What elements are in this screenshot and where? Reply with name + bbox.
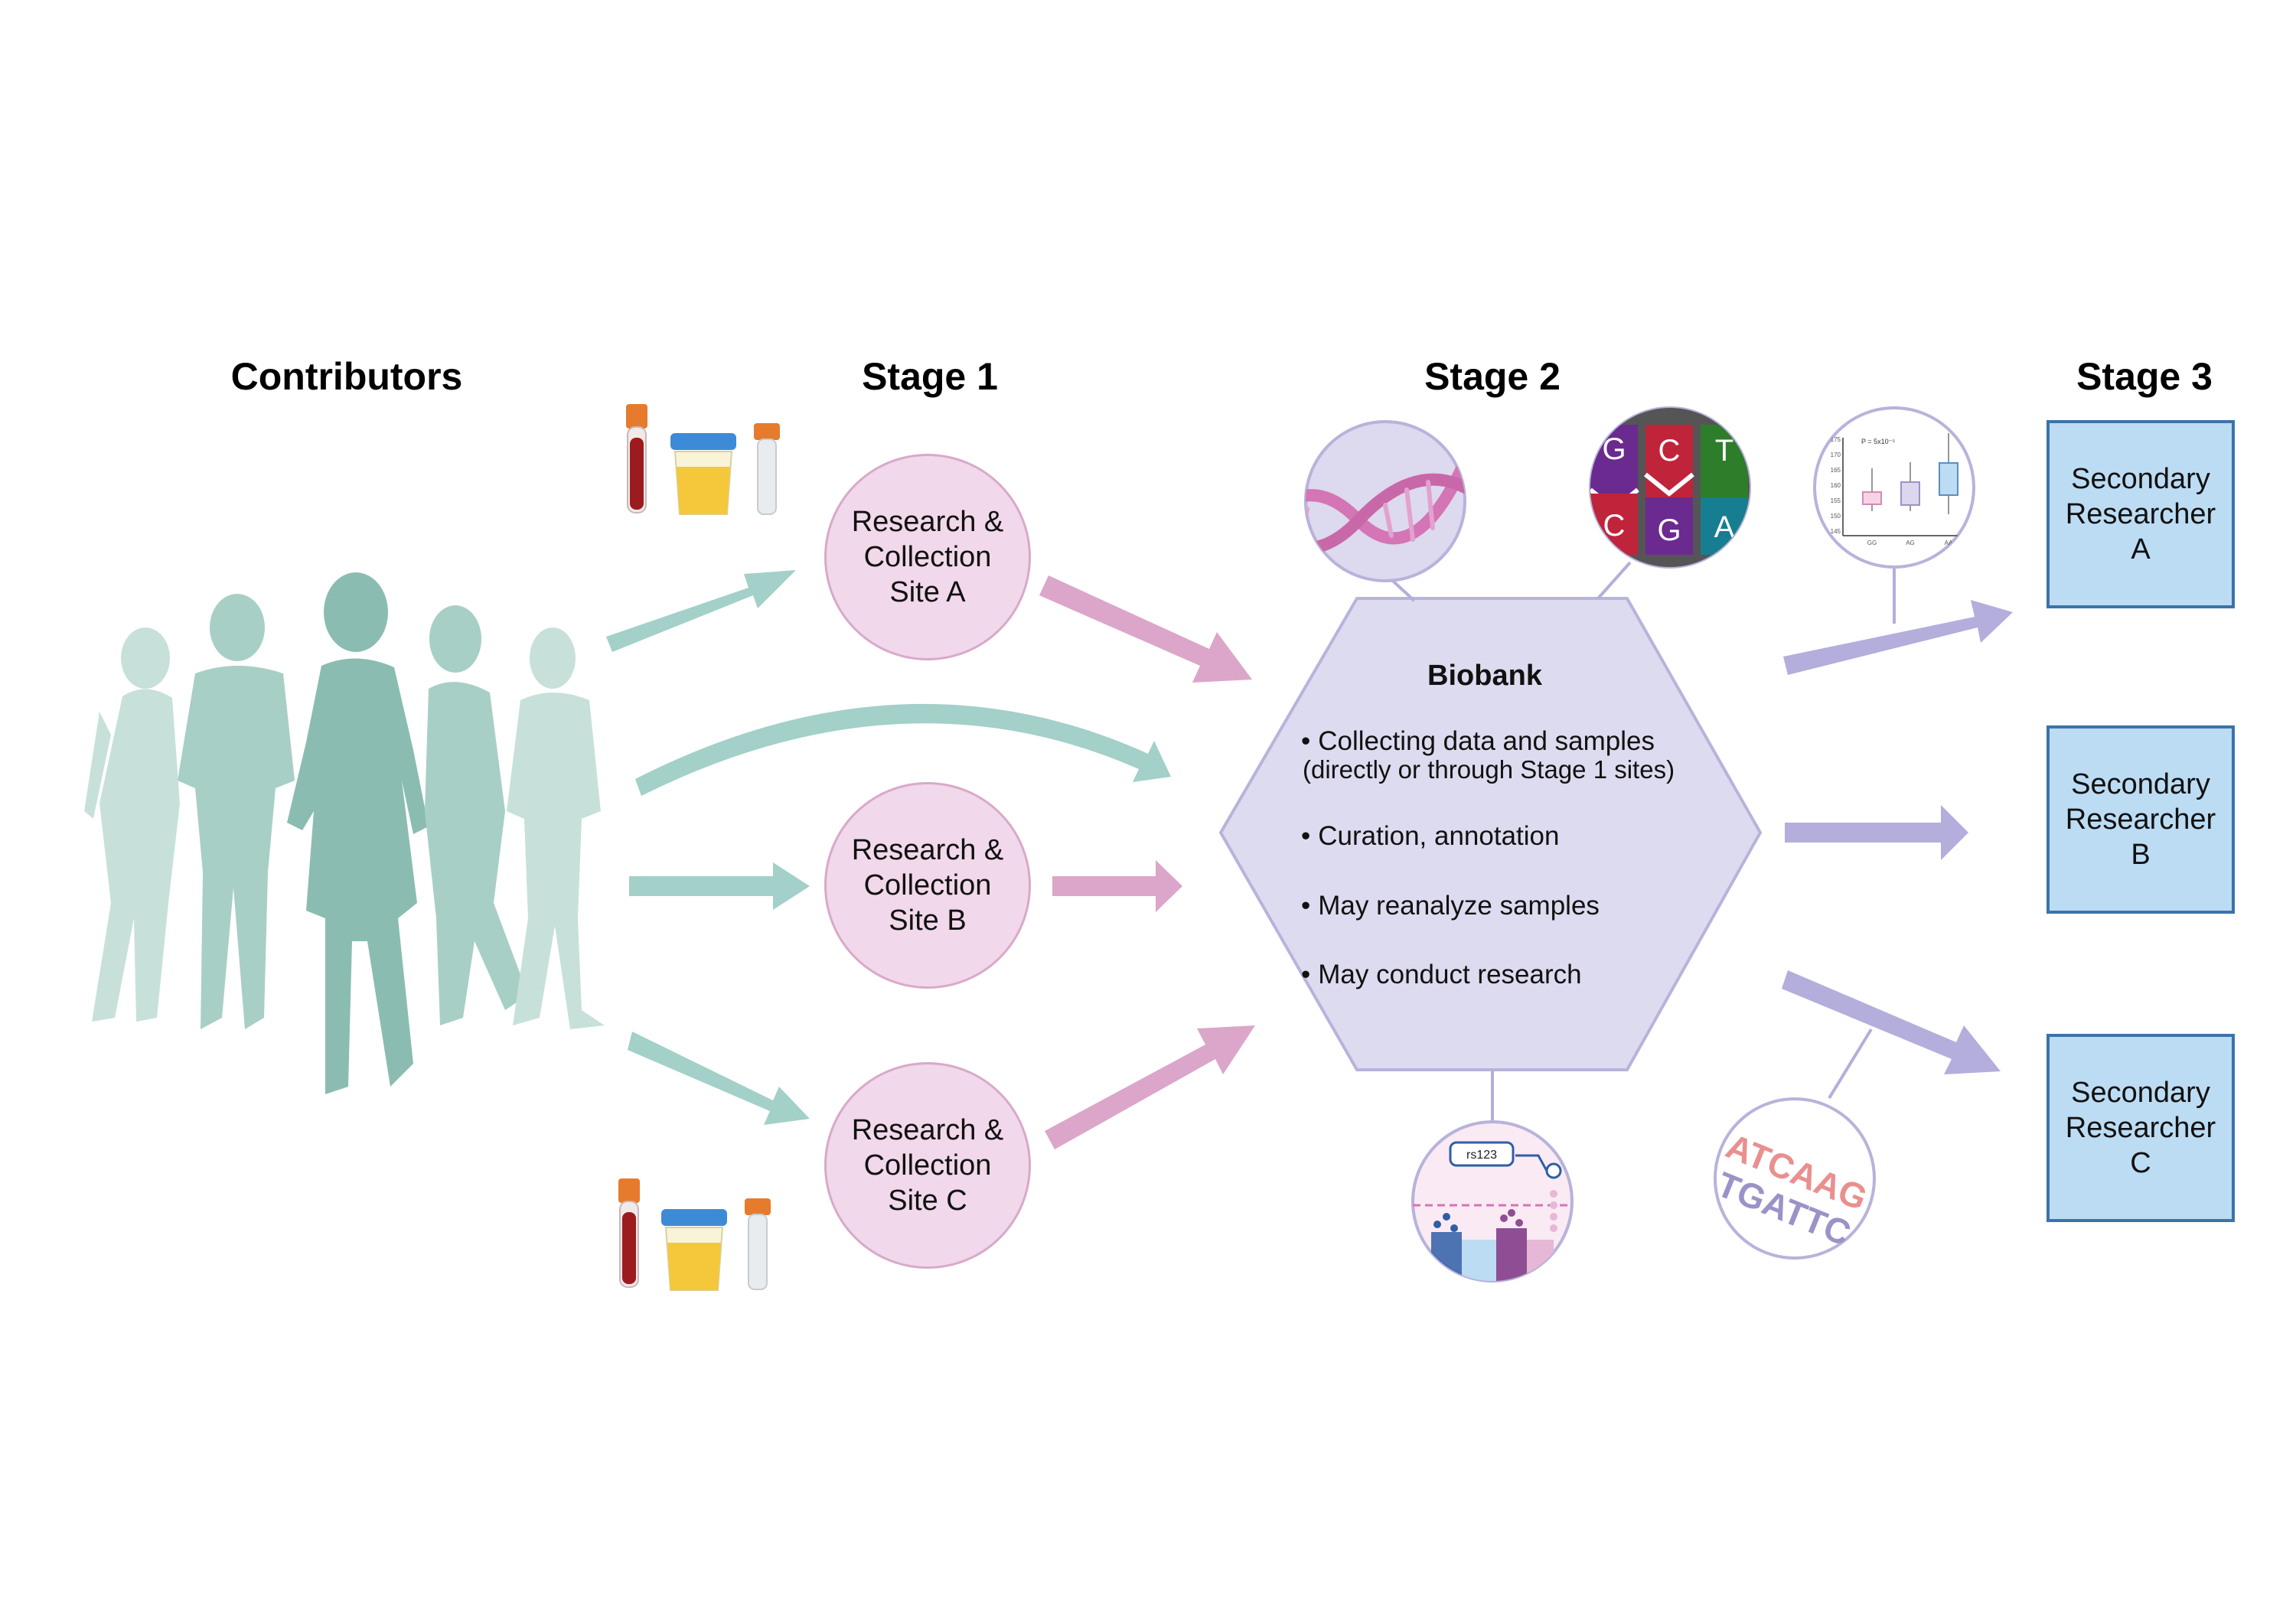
swab-tube-icon — [745, 1198, 771, 1290]
site-a-circle: Research & Collection Site A — [824, 454, 1031, 660]
sample-tubes-top — [626, 404, 780, 515]
swab-tube-icon — [754, 423, 780, 515]
biobank-bullet-2-text: Curation, annotation — [1318, 821, 1560, 851]
site-b-circle: Research & Collection Site B — [824, 782, 1031, 989]
gel-base-5: G — [1657, 513, 1681, 547]
gel-base-1: G — [1602, 432, 1626, 466]
arrow-site-c-to-biobank — [1045, 1025, 1255, 1149]
researcher-a-line-3: A — [2131, 533, 2151, 566]
site-b-line-3: Site B — [889, 905, 967, 937]
boxplot-xtick: GG — [1867, 539, 1877, 546]
contributor-arrows — [606, 570, 1171, 1125]
site-b-line-1: Research & — [851, 834, 1004, 866]
snp-label: rs123 — [1466, 1149, 1497, 1162]
biobank-bullet-1-sub: (directly or through Stage 1 sites) — [1303, 755, 1675, 784]
heading-stage-2: Stage 2 — [1424, 355, 1561, 398]
sequence-letters-icon: ATCAAG TGATTC — [1714, 1097, 1876, 1260]
gel-bases-icon: G C T C G A — [1589, 406, 1751, 569]
site-a-line-2: Collection — [863, 541, 992, 573]
biobank-bullet-1: •Collecting data and samples — [1301, 727, 1655, 756]
boxplot-xtick: AA — [1945, 539, 1953, 546]
site-a-line-3: Site A — [889, 576, 966, 608]
bullet-dot: • — [1301, 821, 1311, 851]
researcher-a-line-2: Researcher — [2065, 498, 2216, 530]
researcher-arrows — [1782, 600, 2013, 1074]
site-arrows — [1039, 575, 1255, 1149]
heading-contributors: Contributors — [230, 355, 463, 398]
site-c-line-1: Research & — [851, 1114, 1004, 1146]
arrow-contributors-to-biobank — [635, 703, 1171, 796]
site-c-line-3: Site C — [888, 1185, 967, 1217]
arrow-contributors-to-site-a — [606, 570, 796, 652]
bullet-dot: • — [1301, 960, 1311, 989]
arrow-biobank-to-researcher-c — [1782, 970, 2001, 1074]
site-c-circle: Research & Collection Site C — [824, 1062, 1031, 1269]
dna-helix-icon — [1304, 420, 1466, 582]
researcher-c-box: Secondary Researcher C — [2047, 1034, 2235, 1222]
researcher-b-line-2: Researcher — [2065, 804, 2216, 836]
arrow-contributors-to-site-b — [629, 862, 810, 910]
arrow-contributors-to-site-c — [628, 1032, 810, 1125]
contributors-silhouettes — [84, 572, 605, 1094]
arrow-biobank-to-researcher-a — [1783, 600, 2013, 675]
arrow-site-b-to-biobank — [1052, 860, 1182, 912]
biobank-bullet-3: •May reanalyze samples — [1301, 892, 1600, 921]
boxplot-xtick: AG — [1906, 539, 1915, 546]
researcher-b-line-1: Secondary — [2071, 768, 2210, 800]
arrow-biobank-to-researcher-b — [1785, 805, 1968, 860]
boxplot-ytick: 165 — [1831, 467, 1841, 474]
site-a-line-1: Research & — [851, 506, 1004, 538]
boxplot-ytick: 155 — [1831, 497, 1841, 504]
researcher-c-line-3: C — [2130, 1147, 2151, 1179]
biobank-title: Biobank — [1427, 660, 1542, 692]
boxplot-ytick: 145 — [1831, 528, 1841, 535]
biobank-bullet-4-text: May conduct research — [1318, 960, 1582, 989]
blood-tube-icon — [626, 404, 647, 513]
snp-manhattan-icon: rs123 — [1411, 1120, 1574, 1283]
boxplot-ytick: 170 — [1831, 451, 1841, 458]
blood-tube-icon — [618, 1178, 640, 1288]
contributor-person-5 — [507, 627, 605, 1029]
contributor-person-4 — [425, 605, 528, 1025]
contributor-person-3 — [287, 572, 429, 1094]
arrow-site-a-to-biobank — [1039, 575, 1252, 683]
heading-stage-3: Stage 3 — [2076, 355, 2213, 398]
boxplot-ytick: 160 — [1831, 482, 1841, 489]
researcher-a-box: Secondary Researcher A — [2047, 420, 2235, 608]
biobank-bullet-2: •Curation, annotation — [1301, 822, 1560, 851]
contributor-person-1 — [84, 627, 180, 1022]
boxplot-ytick: 175 — [1831, 436, 1841, 443]
site-c-line-2: Collection — [863, 1149, 992, 1182]
boxplot-icon: P = 5x10⁻⁵ 175 170 165 160 155 150 145 — [1813, 406, 1975, 569]
biobank-bullet-4: •May conduct research — [1301, 960, 1582, 989]
researcher-c-line-1: Secondary — [2071, 1077, 2210, 1109]
contributor-person-2 — [178, 594, 295, 1029]
sample-tubes-bottom — [618, 1178, 771, 1291]
biobank-bullet-3-text: May reanalyze samples — [1318, 891, 1600, 921]
researcher-b-line-3: B — [2131, 839, 2151, 871]
biobank-bullet-1-text: Collecting data and samples — [1318, 726, 1655, 756]
urine-cup-icon — [661, 1209, 727, 1291]
biobank-hexagon — [1218, 597, 1763, 1071]
boxplot-pvalue: P = 5x10⁻⁵ — [1861, 438, 1895, 445]
bullet-dot: • — [1301, 726, 1311, 756]
urine-cup-icon — [670, 433, 736, 515]
researcher-c-line-2: Researcher — [2065, 1112, 2216, 1144]
heading-stage-1: Stage 1 — [862, 355, 998, 398]
gel-base-3: T — [1715, 434, 1733, 468]
researcher-b-box: Secondary Researcher B — [2047, 725, 2235, 914]
site-b-line-2: Collection — [863, 869, 992, 901]
gel-base-2: C — [1658, 434, 1681, 468]
researcher-a-line-1: Secondary — [2071, 463, 2210, 495]
bullet-dot: • — [1301, 891, 1311, 921]
boxplot-ytick: 150 — [1831, 513, 1841, 520]
